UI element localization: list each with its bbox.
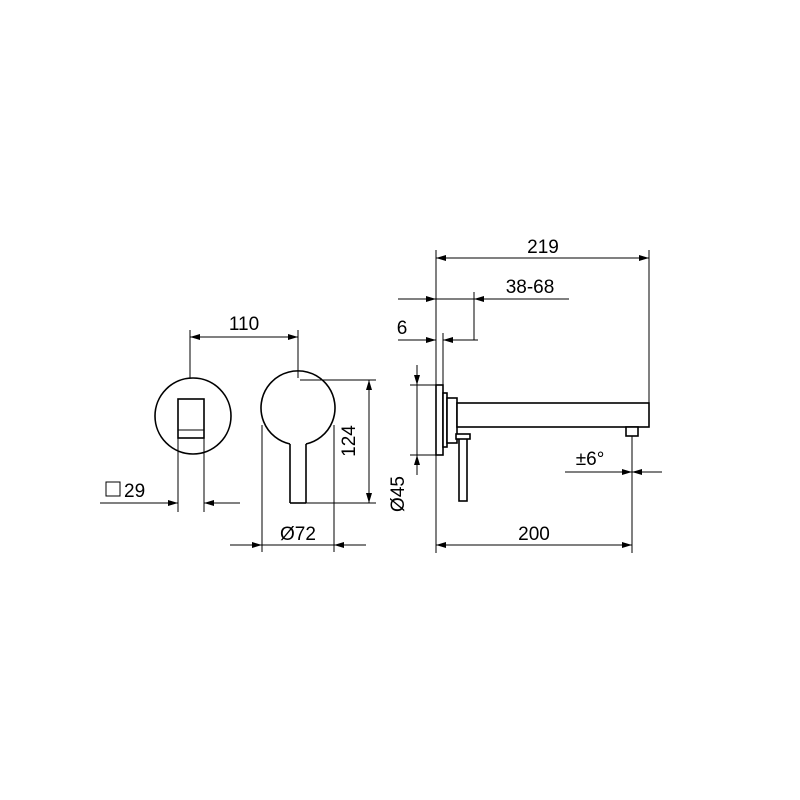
dim-45-label: Ø45 — [388, 476, 409, 512]
dimension-diameter-45: Ø45 — [388, 365, 436, 512]
dimension-219: 219 — [435, 237, 650, 403]
dimension-square-29: 29 — [100, 452, 240, 512]
dim-219-label: 219 — [527, 237, 559, 258]
dim-38-68-label: 38-68 — [506, 277, 555, 298]
dim-124-label: 124 — [339, 425, 360, 457]
dimension-6: 6 — [397, 318, 478, 385]
dimension-200: 200 — [435, 436, 633, 553]
dim-tilt-label: ±6° — [576, 449, 605, 470]
dimension-124: 124 — [300, 379, 376, 504]
dim-29-label: 29 — [124, 481, 145, 502]
dim-200-label: 200 — [518, 524, 550, 545]
dimension-tilt: ±6° — [565, 449, 662, 475]
dim-110-label: 110 — [229, 314, 259, 335]
faucet-side-view — [435, 384, 650, 502]
dim-6-label: 6 — [397, 318, 408, 339]
spout-front-view — [260, 370, 336, 504]
handle-front-view — [154, 377, 232, 455]
dimension-38-68: 38-68 — [398, 277, 569, 340]
square-symbol-icon — [105, 481, 121, 497]
dim-72-label: Ø72 — [280, 524, 316, 545]
dimension-diameter-72: Ø72 — [230, 425, 366, 552]
dimension-110: 110 — [189, 314, 299, 378]
